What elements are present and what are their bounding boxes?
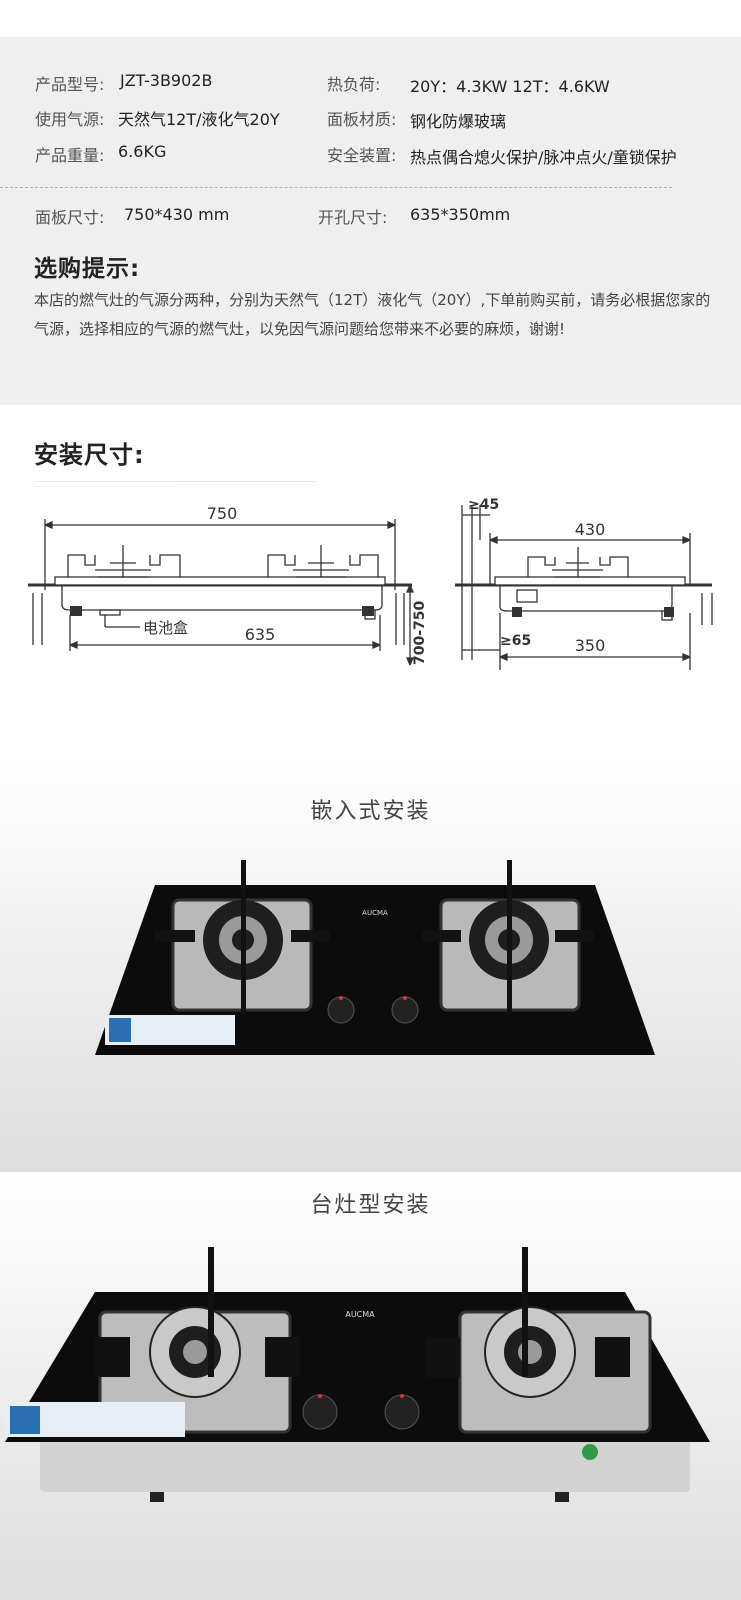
photo-caption-tabletop: 台灶型安装: [310, 1193, 431, 1218]
spec-label-weight: 产品重量:: [35, 146, 105, 165]
dim-label-edge-top: ≥45: [468, 497, 499, 513]
spec-label-gas: 使用气源:: [35, 110, 105, 129]
spec-value-material: 钢化防爆玻璃: [410, 112, 507, 131]
cooktop-image-builtin: AUCMA: [95, 860, 655, 1055]
spec-label-heat: 热负荷:: [327, 75, 381, 94]
spec-label-panel-size: 面板尺寸:: [35, 208, 105, 227]
spec-value-gas: 天然气12T/液化气20Y: [118, 110, 280, 129]
dim-label-430: 430: [575, 520, 606, 539]
spec-label-safety: 安全装置:: [327, 146, 397, 165]
spec-value-weight: 6.6KG: [118, 142, 167, 161]
install-diagram: 750 635 电池盒 700-750 430 350 ≥45 ≥65: [28, 497, 713, 670]
left-knob: [327, 996, 355, 1024]
spec-label-material: 面板材质:: [327, 110, 397, 129]
cooktop-glass-front: [54, 576, 386, 586]
faint-rule: [36, 481, 316, 482]
install-title: 安装尺寸:: [34, 441, 145, 469]
dim-label-635: 635: [245, 625, 276, 644]
steel-body: [40, 1432, 690, 1492]
brand-logo-builtin: AUCMA: [362, 909, 388, 917]
green-badge: [582, 1444, 598, 1460]
tips-text: 本店的燃气灶的气源分两种，分别为天然气（12T）液化气（20Y）,下单前购买前，…: [34, 291, 711, 338]
right-knob: [384, 1394, 420, 1430]
photo-tabletop: 台灶型安装 AUCMA: [0, 1172, 741, 1600]
photo-builtin: 嵌入式安装 AUCMA: [0, 760, 741, 1172]
dim-label-750: 750: [207, 504, 238, 523]
cooktop-image-tabletop: AUCMA: [5, 1247, 710, 1502]
dashed-divider: [0, 187, 672, 188]
faint-rule-2: [36, 486, 176, 487]
cooktop-glass-side: [494, 576, 686, 586]
spec-panel: 产品型号: JZT-3B902B 使用气源: 天然气12T/液化气20Y 产品重…: [0, 37, 741, 405]
spec-label-model: 产品型号:: [35, 75, 105, 94]
install-section: 安装尺寸:: [0, 405, 741, 760]
photo-caption-builtin: 嵌入式安装: [310, 799, 431, 824]
spec-label-cut-size: 开孔尺寸:: [318, 208, 388, 227]
spec-value-panel-size: 750*430 mm: [124, 205, 230, 224]
spec-value-model: JZT-3B902B: [120, 71, 213, 90]
spec-value-cut-size: 635*350mm: [410, 205, 511, 224]
spec-value-heat: 20Y：4.3KW 12T：4.6KW: [410, 77, 610, 96]
left-knob: [302, 1394, 338, 1430]
spec-value-safety: 热点偶合熄火保护/脉冲点火/童锁保护: [410, 148, 677, 167]
tips-title: 选购提示:: [34, 256, 141, 282]
brand-logo-tabletop: AUCMA: [345, 1310, 375, 1319]
right-knob: [391, 996, 419, 1024]
dim-label-350: 350: [575, 636, 606, 655]
dim-label-edge-bottom: ≥65: [500, 633, 531, 649]
dim-label-height: 700-750: [412, 600, 428, 665]
battery-box-label: 电池盒: [143, 619, 188, 637]
